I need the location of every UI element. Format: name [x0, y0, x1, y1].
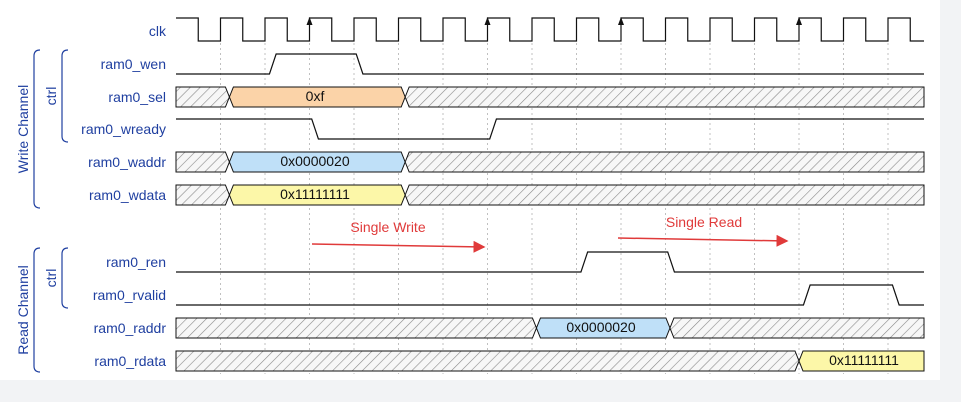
signal-label-ram0-rvalid: ram0_rvalid: [93, 287, 166, 303]
annotation-single-read-text: Single Read: [666, 214, 742, 230]
signal-label-ram0-waddr: ram0_waddr: [88, 154, 166, 170]
annotation-single-write: Single Write: [311, 219, 486, 253]
annotation-single-write-arrow: [311, 240, 486, 253]
signal-label-ram0-ren: ram0_ren: [106, 254, 166, 270]
bus-value-labels: 0xf 0x0000020 0x11111111 0x0000020 0x111…: [280, 88, 899, 368]
read-channel-label: Read Channel: [15, 265, 31, 355]
annotation-single-read-arrow: [617, 234, 789, 247]
signal-label-clk: clk: [149, 23, 167, 39]
bus-undefined-ram0-raddr: [669, 317, 925, 339]
bus-undefined-ram0-sel: [404, 86, 925, 108]
read-channel-bracket: [33, 247, 41, 373]
write-ctrl-bracket: [61, 49, 69, 143]
bus-undefined-ram0-waddr: [404, 151, 925, 173]
write-ctrl-label: ctrl: [43, 87, 59, 106]
clk-edge-arrow-icon: [306, 17, 313, 25]
bus-undefined-ram0-wdata: [404, 184, 925, 206]
bus-value-ram0-waddr: 0x0000020: [280, 153, 350, 169]
wave-ram0-ren: [176, 251, 924, 273]
bus-value-ram0-rdata: 0x11111111: [829, 352, 899, 368]
clk-edge-arrow-icon: [484, 17, 491, 25]
signal-label-ram0-rdata: ram0_rdata: [94, 353, 166, 369]
bus-undefined-ram0-sel: [175, 86, 230, 108]
signal-label-ram0-raddr: ram0_raddr: [94, 320, 167, 336]
waveforms: [175, 17, 925, 372]
signal-label-ram0-wdata: ram0_wdata: [89, 187, 166, 203]
wave-ram0-wen: [176, 53, 924, 75]
signal-label-ram0-wready: ram0_wready: [81, 121, 166, 137]
signal-labels: clk ram0_wen ram0_sel ram0_wready ram0_w…: [81, 23, 167, 369]
group-read-channel: Read Channel ctrl: [15, 247, 69, 373]
clk-edge-arrow-icon: [796, 17, 802, 25]
bus-value-ram0-raddr: 0x0000020: [566, 319, 636, 335]
bus-value-ram0-sel: 0xf: [306, 88, 325, 104]
wave-ram0-rvalid: [176, 284, 924, 306]
bus-value-ram0-wdata: 0x11111111: [280, 186, 350, 202]
annotation-single-read: Single Read: [617, 214, 789, 247]
bus-segment-ram0-rdata: [798, 350, 925, 372]
group-write-channel: Write Channel ctrl: [15, 49, 69, 209]
signal-label-ram0-wen: ram0_wen: [101, 56, 166, 72]
bus-undefined-ram0-rdata: [175, 350, 800, 372]
wave-ram0-wready: [176, 118, 924, 140]
write-channel-label: Write Channel: [15, 85, 31, 173]
clk-edge-arrow-icon: [618, 17, 624, 25]
bus-undefined-ram0-raddr: [175, 317, 537, 339]
signal-label-ram0-sel: ram0_sel: [108, 89, 166, 105]
read-ctrl-label: ctrl: [43, 269, 59, 288]
bus-undefined-ram0-wdata: [175, 184, 230, 206]
write-channel-bracket: [33, 49, 41, 209]
bus-undefined-ram0-waddr: [175, 151, 230, 173]
read-ctrl-bracket: [61, 247, 69, 309]
grid: [220, 18, 889, 374]
annotation-single-write-text: Single Write: [350, 219, 425, 235]
